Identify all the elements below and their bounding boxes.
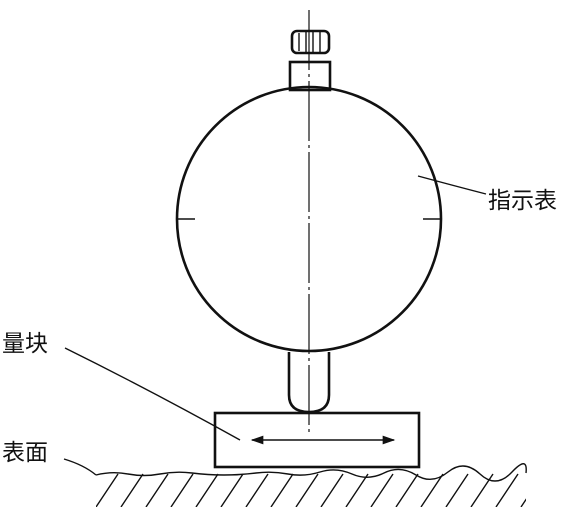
leader-line-gauge-block [64,347,241,441]
label-surface: 表面 [2,440,48,466]
surface-profile [95,463,527,482]
leader-line-indicator [417,175,487,195]
label-indicator: 指示表 [488,188,557,214]
leader-line-surface [63,458,97,476]
gauge-block [213,411,421,469]
label-gauge-block: 量块 [2,331,48,357]
indicator-stem [288,60,332,92]
knurled-knob [290,29,331,55]
surface-hatching [96,473,526,507]
